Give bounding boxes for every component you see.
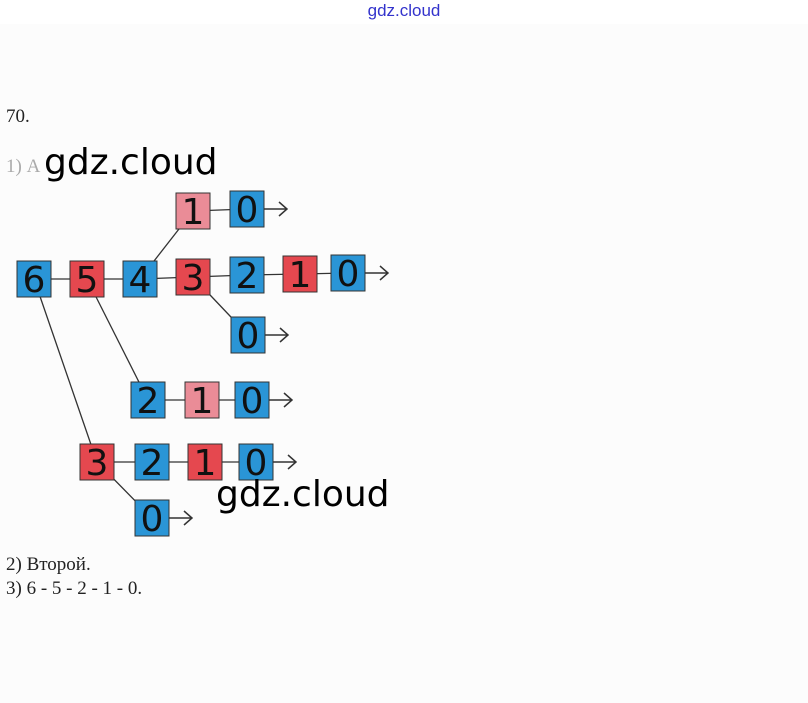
node-box-t0	[229, 190, 265, 228]
node-box-u0	[134, 499, 170, 537]
node-box-n6	[16, 260, 52, 298]
node-label: 0	[241, 381, 264, 422]
problem-number: 70.	[6, 106, 30, 127]
node-label: 0	[245, 443, 268, 484]
node-box-s1	[187, 443, 223, 481]
node-label: 3	[86, 443, 109, 484]
node-box-n4	[122, 260, 158, 298]
node-label: 2	[137, 381, 160, 422]
tree-edge	[86, 278, 149, 401]
node-label: 1	[194, 443, 217, 484]
node-label: 0	[236, 190, 259, 231]
node-label: 0	[337, 254, 360, 295]
arrow-icon	[169, 510, 194, 526]
node-label: 1	[289, 255, 312, 296]
node-box-n0	[330, 254, 366, 292]
arrow-icon	[273, 454, 298, 470]
node-box-n2	[229, 256, 265, 294]
node-label: 0	[141, 499, 164, 540]
node-label: 2	[141, 443, 164, 484]
site-header: gdz.cloud	[0, 0, 808, 24]
node-box-s2	[134, 443, 170, 481]
site-link[interactable]: gdz.cloud	[367, 1, 441, 20]
node-box-r0	[234, 381, 270, 419]
node-box-n5	[69, 260, 105, 298]
answer-2: 2) Второй.	[6, 554, 91, 575]
node-box-t1	[175, 192, 211, 230]
answer-1: 1) А	[6, 156, 41, 177]
watermark: gdz.cloud	[216, 474, 390, 515]
node-box-n3	[175, 258, 211, 296]
node-label: 2	[236, 256, 259, 297]
arrow-icon	[265, 327, 290, 343]
node-box-n1	[282, 255, 318, 293]
node-box-s3	[79, 443, 115, 481]
watermark: gdz.cloud	[44, 142, 218, 183]
arrow-icon	[269, 392, 294, 408]
node-label: 1	[191, 381, 214, 422]
node-label: 5	[76, 260, 99, 301]
node-label: 3	[182, 258, 205, 299]
node-box-r1	[184, 381, 220, 419]
arrow-icon	[365, 265, 390, 281]
node-label: 1	[182, 192, 205, 233]
answer-3: 3) 6 - 5 - 2 - 1 - 0.	[6, 578, 143, 599]
node-label: 0	[237, 316, 260, 357]
tree-edge	[33, 278, 98, 463]
node-label: 4	[129, 260, 152, 301]
arrow-icon	[264, 201, 289, 217]
node-label: 6	[23, 260, 46, 301]
node-box-r2	[130, 381, 166, 419]
node-box-b0	[230, 316, 266, 354]
node-box-s0	[238, 443, 274, 481]
